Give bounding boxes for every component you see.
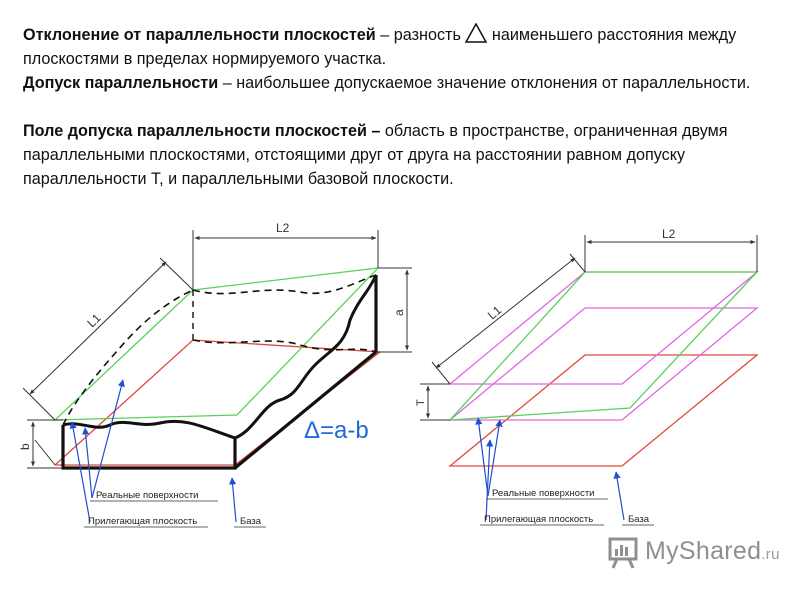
term-deviation: Отклонение от параллельности плоскостей [23, 26, 376, 44]
left-dim-l2: L2 [276, 221, 290, 235]
term-tolerance: Допуск параллельности [23, 74, 219, 92]
left-label-adjacent: Прилегающая плоскость [88, 516, 197, 527]
right-tolerance-plane-lower [448, 307, 759, 421]
definition-tolerance: Допуск параллельности – наибольшее допус… [23, 71, 783, 95]
definition-deviation: Отклонение от параллельности плоскостей … [23, 20, 783, 71]
left-dim-l1: L1 [84, 311, 104, 331]
right-dim-lines [420, 235, 758, 421]
watermark-suffix: .ru [761, 546, 780, 563]
definition-deviation-rest: наименьшего расстояния между плоскостями… [23, 26, 737, 68]
right-label-adjacent: Прилегающая плоскость [484, 514, 593, 525]
term-tolerance-zone: Поле допуска параллельности плоскостей – [23, 122, 381, 140]
right-diagram: L1 L2 T Реальные поверхности Прилегающая… [415, 227, 759, 526]
left-dim-lines [22, 230, 412, 469]
watermark-text: MyShared.ru [645, 537, 780, 566]
definition-tolerance-zone-rest: область в пространстве, ограниченная дву… [23, 122, 728, 188]
right-label-base: База [628, 514, 650, 525]
watermark-brand: MyShared [645, 537, 762, 565]
left-base-plane [54, 339, 381, 466]
presentation-icon [608, 537, 638, 569]
left-label-base: База [240, 516, 262, 527]
left-formula: Δ=a-b [304, 417, 369, 444]
right-leaders [475, 417, 625, 521]
text-block: Отклонение от параллельности плоскостей … [23, 20, 783, 191]
definition-tolerance-zone: Поле допуска параллельности плоскостей –… [23, 119, 783, 191]
definition-tolerance-rest: – наибольшее допускаемое значение отклон… [218, 74, 751, 92]
definition-deviation-mid: – разность [375, 26, 466, 44]
right-label-real: Реальные поверхности [492, 488, 595, 499]
left-diagram: L1 L2 a b Δ=a-b Реальные поверхности При… [18, 221, 412, 528]
left-label-underlines [84, 500, 266, 528]
watermark: MyShared.ru [605, 533, 779, 573]
left-leaders [69, 379, 237, 523]
right-label-underlines [480, 498, 654, 526]
right-dim-l2: L2 [662, 227, 676, 241]
left-dim-b: b [18, 443, 32, 450]
right-dim-t: T [415, 399, 427, 406]
delta-icon [465, 22, 488, 43]
left-dim-a: a [392, 309, 406, 316]
right-dim-l1: L1 [485, 303, 504, 323]
right-tolerance-plane-upper [448, 271, 759, 385]
right-base-plane [448, 354, 759, 467]
left-label-real: Реальные поверхности [96, 490, 199, 501]
